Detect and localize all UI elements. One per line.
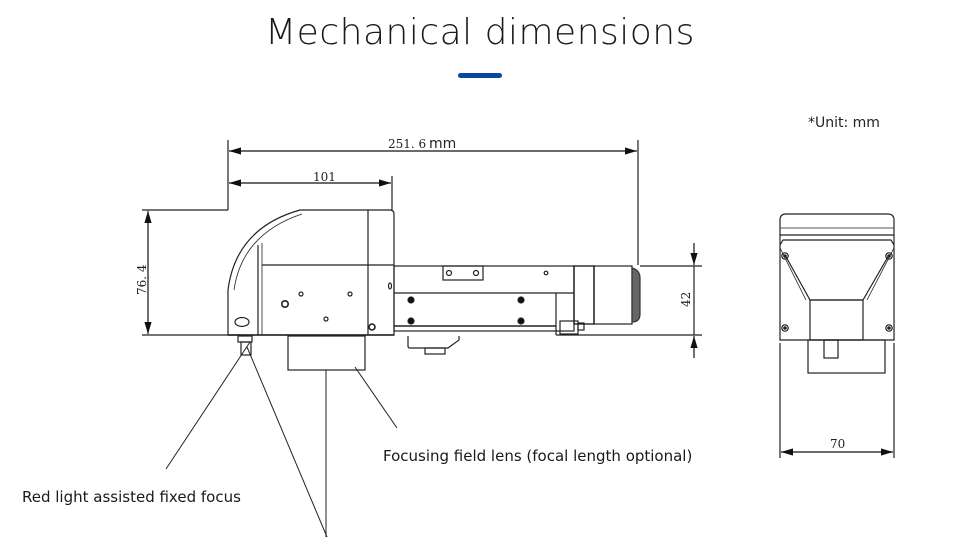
height-dimension xyxy=(142,209,240,336)
body-section xyxy=(393,265,585,355)
height-label: 76. 4 xyxy=(135,264,149,295)
page-title: Mechanical dimensions xyxy=(265,12,695,53)
overall-length-dimension xyxy=(227,140,639,265)
width-label: 70 xyxy=(830,437,845,451)
head-length-label: 101 xyxy=(313,170,336,184)
body-height-dimension xyxy=(556,243,702,358)
overall-length-unit: mm xyxy=(429,136,456,152)
fiber-connector xyxy=(573,265,641,325)
red-light-callout: Red light assisted fixed focus xyxy=(22,488,241,506)
leader-lines xyxy=(165,341,398,538)
overall-length-label: 251. 6 xyxy=(388,137,426,151)
head-length-dimension xyxy=(229,176,393,210)
side-view xyxy=(142,140,702,538)
field-lens xyxy=(287,335,366,371)
title-underline xyxy=(458,73,502,78)
body-height-label: 42 xyxy=(679,292,693,307)
scan-head-housing xyxy=(227,209,395,336)
field-lens-callout: Focusing field lens (focal length option… xyxy=(383,447,693,465)
end-view xyxy=(779,213,895,458)
red-light-module xyxy=(237,335,253,356)
unit-note: *Unit: mm xyxy=(808,115,880,131)
